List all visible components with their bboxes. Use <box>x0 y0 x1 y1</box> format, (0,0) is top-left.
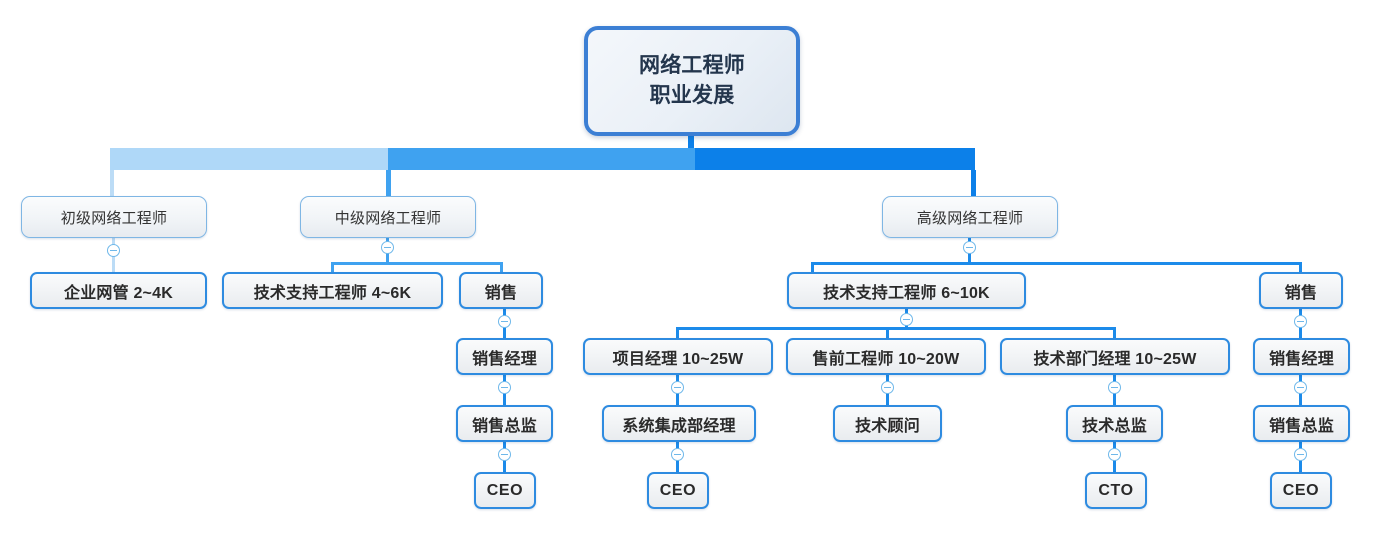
connector-intermediate-to-sales <box>500 262 503 274</box>
connector-senior-split <box>811 262 1302 265</box>
toggle-intermediate[interactable] <box>381 241 394 254</box>
connector-trunk-to-junior <box>110 170 114 202</box>
node-senior-sales-director[interactable]: 销售总监 <box>1253 405 1350 442</box>
toggle-mid-sales[interactable] <box>498 315 511 328</box>
node-presales-engineer[interactable]: 售前工程师 10~20W <box>786 338 986 375</box>
node-mid-sales-manager[interactable]: 销售经理 <box>456 338 553 375</box>
toggle-senior-support[interactable] <box>900 313 913 326</box>
node-presales-engineer-label: 售前工程师 10~20W <box>812 350 960 368</box>
node-senior-sales-label: 销售 <box>1284 284 1318 302</box>
node-sysint-manager[interactable]: 系统集成部经理 <box>602 405 756 442</box>
connector-intermediate-to-support <box>331 262 334 274</box>
node-senior-sales-manager[interactable]: 销售经理 <box>1253 338 1350 375</box>
node-junior-netadmin-label: 企业网管 2~4K <box>64 284 173 302</box>
node-tech-dept-manager[interactable]: 技术部门经理 10~25W <box>1000 338 1230 375</box>
node-sysint-manager-label: 系统集成部经理 <box>622 417 736 435</box>
node-senior-support-label: 技术支持工程师 6~10K <box>823 284 990 302</box>
connector-trunk-to-senior <box>971 170 976 202</box>
toggle-presales-engineer[interactable] <box>881 381 894 394</box>
node-senior-label: 高级网络工程师 <box>916 209 1024 227</box>
node-mid-sales-manager-label: 销售经理 <box>472 350 537 368</box>
node-project-manager[interactable]: 项目经理 10~25W <box>583 338 773 375</box>
node-mid-support[interactable]: 技术支持工程师 4~6K <box>222 272 443 309</box>
node-senior-sales-director-label: 销售总监 <box>1269 417 1334 435</box>
node-root-line1: 网络工程师 <box>639 53 745 77</box>
node-sysint-ceo[interactable]: CEO <box>647 472 709 509</box>
node-tech-director-label: 技术总监 <box>1082 417 1147 435</box>
node-mid-sales[interactable]: 销售 <box>459 272 543 309</box>
connector-support-to-presales <box>886 327 889 340</box>
connector-trunk-to-intermediate <box>386 170 391 202</box>
trunk-segment-mid <box>388 148 695 170</box>
connector-senior-to-support <box>811 262 814 274</box>
node-mid-sales-director-label: 销售总监 <box>472 417 537 435</box>
node-senior-ceo-label: CEO <box>1282 481 1320 499</box>
node-senior[interactable]: 高级网络工程师 <box>882 196 1058 238</box>
node-mid-support-label: 技术支持工程师 4~6K <box>253 284 412 302</box>
node-senior-sales-manager-label: 销售经理 <box>1269 350 1334 368</box>
node-sysint-ceo-label: CEO <box>659 481 697 499</box>
connector-support-to-techdept <box>1113 327 1116 340</box>
toggle-mid-sales-manager[interactable] <box>498 381 511 394</box>
trunk-segment-dark <box>695 148 975 170</box>
node-junior-label: 初级网络工程师 <box>60 209 168 227</box>
node-junior-netadmin[interactable]: 企业网管 2~4K <box>30 272 207 309</box>
node-project-manager-label: 项目经理 10~25W <box>612 350 744 368</box>
node-mid-sales-label: 销售 <box>484 284 518 302</box>
node-junior[interactable]: 初级网络工程师 <box>21 196 207 238</box>
node-mid-ceo-label: CEO <box>486 481 524 499</box>
node-intermediate-label: 中级网络工程师 <box>334 209 442 227</box>
toggle-junior[interactable] <box>107 244 120 257</box>
connector-senior-to-sales <box>1299 262 1302 274</box>
connector-senior-support-split <box>676 327 1116 330</box>
toggle-sysint-manager[interactable] <box>671 448 684 461</box>
node-senior-support[interactable]: 技术支持工程师 6~10K <box>787 272 1026 309</box>
node-root-line2: 职业发展 <box>649 84 735 107</box>
connector-support-to-pm <box>676 327 679 340</box>
toggle-senior-sales[interactable] <box>1294 315 1307 328</box>
node-tech-director[interactable]: 技术总监 <box>1066 405 1163 442</box>
node-senior-sales[interactable]: 销售 <box>1259 272 1343 309</box>
connector-junior-down <box>112 238 115 276</box>
node-cto-label: CTO <box>1098 481 1134 499</box>
toggle-senior[interactable] <box>963 241 976 254</box>
node-senior-ceo[interactable]: CEO <box>1270 472 1332 509</box>
toggle-tech-director[interactable] <box>1108 448 1121 461</box>
node-mid-sales-director[interactable]: 销售总监 <box>456 405 553 442</box>
connector-root-stem <box>688 136 694 154</box>
node-cto[interactable]: CTO <box>1085 472 1147 509</box>
node-intermediate[interactable]: 中级网络工程师 <box>300 196 476 238</box>
toggle-project-manager[interactable] <box>671 381 684 394</box>
toggle-tech-dept-manager[interactable] <box>1108 381 1121 394</box>
node-mid-ceo[interactable]: CEO <box>474 472 536 509</box>
node-tech-dept-manager-label: 技术部门经理 10~25W <box>1033 350 1197 368</box>
node-tech-consultant-label: 技术顾问 <box>855 417 920 435</box>
node-tech-consultant[interactable]: 技术顾问 <box>833 405 942 442</box>
toggle-mid-sales-director[interactable] <box>498 448 511 461</box>
node-root[interactable]: 网络工程师 职业发展 <box>584 26 800 136</box>
connector-intermediate-split <box>331 262 503 265</box>
trunk-segment-light <box>110 148 388 170</box>
toggle-senior-sales-director[interactable] <box>1294 448 1307 461</box>
toggle-senior-sales-manager[interactable] <box>1294 381 1307 394</box>
